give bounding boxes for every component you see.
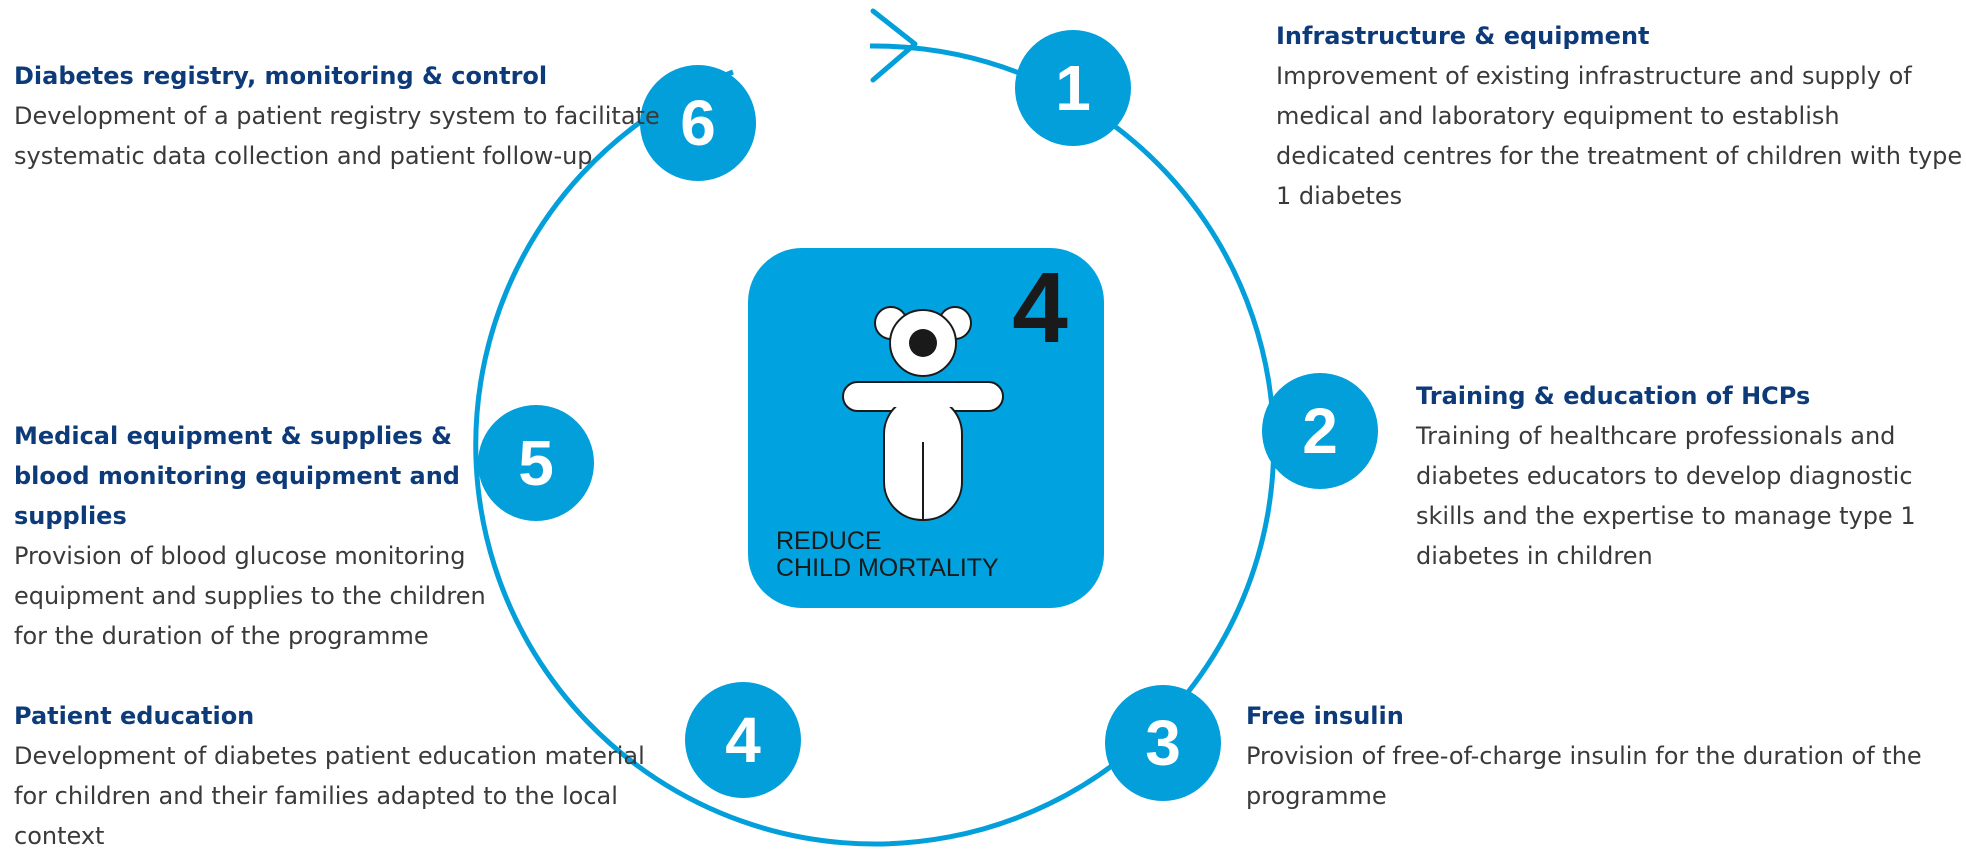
step-5-heading: Medical equipment & supplies & blood mon… xyxy=(14,422,460,530)
mdg-goal-number: 4 xyxy=(1012,252,1068,364)
step-number-4: 4 xyxy=(725,704,761,776)
cycle-arrowhead-icon xyxy=(870,8,918,83)
step-1-text: Infrastructure & equipment Improvement o… xyxy=(1276,16,1966,216)
step-1-heading: Infrastructure & equipment xyxy=(1276,22,1650,50)
step-circle-2: 2 xyxy=(1262,373,1378,489)
step-2-description: Training of healthcare professionals and… xyxy=(1416,422,1916,570)
step-2-heading: Training & education of HCPs xyxy=(1416,382,1811,410)
step-3-description: Provision of free-of-charge insulin for … xyxy=(1246,742,1922,810)
step-number-3: 3 xyxy=(1145,707,1181,779)
step-circle-5: 5 xyxy=(478,405,594,521)
step-circle-1: 1 xyxy=(1015,30,1131,146)
step-4-heading: Patient education xyxy=(14,702,255,730)
mdg-goal-box: 4 REDUCE CHILD MORTALITY xyxy=(748,248,1104,608)
step-6-description: Development of a patient registry system… xyxy=(14,102,660,170)
step-circle-6: 6 xyxy=(640,65,756,181)
step-number-5: 5 xyxy=(518,427,554,499)
step-4-description: Development of diabetes patient educatio… xyxy=(14,742,645,850)
step-circle-4: 4 xyxy=(685,682,801,798)
step-3-text: Free insulin Provision of free-of-charge… xyxy=(1246,696,1966,816)
step-5-text: Medical equipment & supplies & blood mon… xyxy=(14,416,489,656)
mdg-label-line2: CHILD MORTALITY xyxy=(776,554,999,582)
mdg-label-line1: REDUCE xyxy=(776,527,882,555)
step-number-6: 6 xyxy=(680,87,716,159)
step-number-2: 2 xyxy=(1302,395,1338,467)
step-4-text: Patient education Development of diabete… xyxy=(14,696,654,856)
step-3-heading: Free insulin xyxy=(1246,702,1404,730)
step-circle-3: 3 xyxy=(1105,685,1221,801)
step-5-description: Provision of blood glucose monitoring eq… xyxy=(14,542,486,650)
step-6-heading: Diabetes registry, monitoring & control xyxy=(14,62,548,90)
step-1-description: Improvement of existing infrastructure a… xyxy=(1276,62,1963,210)
step-6-text: Diabetes registry, monitoring & control … xyxy=(14,56,664,176)
cycle-ring xyxy=(473,43,1277,847)
child-face xyxy=(909,329,937,357)
step-2-text: Training & education of HCPs Training of… xyxy=(1416,376,1966,576)
step-number-1: 1 xyxy=(1055,52,1091,124)
